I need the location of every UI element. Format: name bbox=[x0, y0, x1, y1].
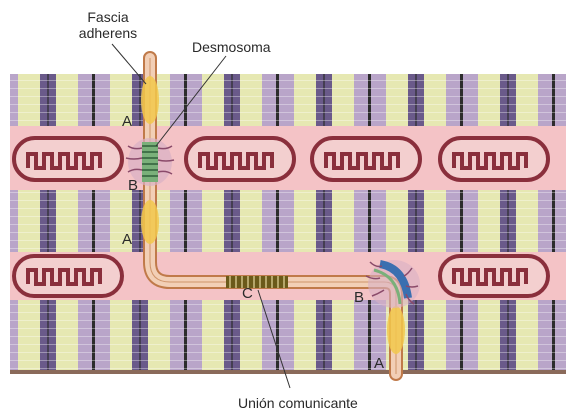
label-fascia-line1: Fascia bbox=[87, 9, 128, 25]
mitochondrion bbox=[312, 138, 420, 180]
mitochondrion bbox=[186, 138, 294, 180]
label-b: B bbox=[128, 177, 138, 194]
mitochondrion bbox=[440, 256, 548, 296]
label-fascia-line2: adherens bbox=[79, 25, 137, 41]
fascia-adherens bbox=[141, 200, 159, 244]
label-desmosoma: Desmosoma bbox=[192, 39, 271, 55]
myofibril-band-middle bbox=[10, 190, 566, 252]
label-a: A bbox=[374, 355, 384, 372]
base-line bbox=[10, 370, 566, 374]
myofibril-band-top bbox=[10, 74, 566, 126]
mitochondrion bbox=[14, 256, 122, 296]
fascia-adherens bbox=[141, 76, 159, 124]
label-union-comunicante: Unión comunicante bbox=[238, 395, 358, 411]
mitochondrion bbox=[14, 138, 122, 180]
label-a: A bbox=[122, 231, 132, 248]
fascia-adherens bbox=[387, 306, 405, 354]
mitochondrion bbox=[440, 138, 548, 180]
label-b: B bbox=[354, 289, 364, 306]
gap-junction bbox=[226, 276, 288, 288]
label-a: A bbox=[122, 113, 132, 130]
myofibril-band-bottom bbox=[10, 300, 566, 370]
label-c: C bbox=[242, 285, 253, 302]
